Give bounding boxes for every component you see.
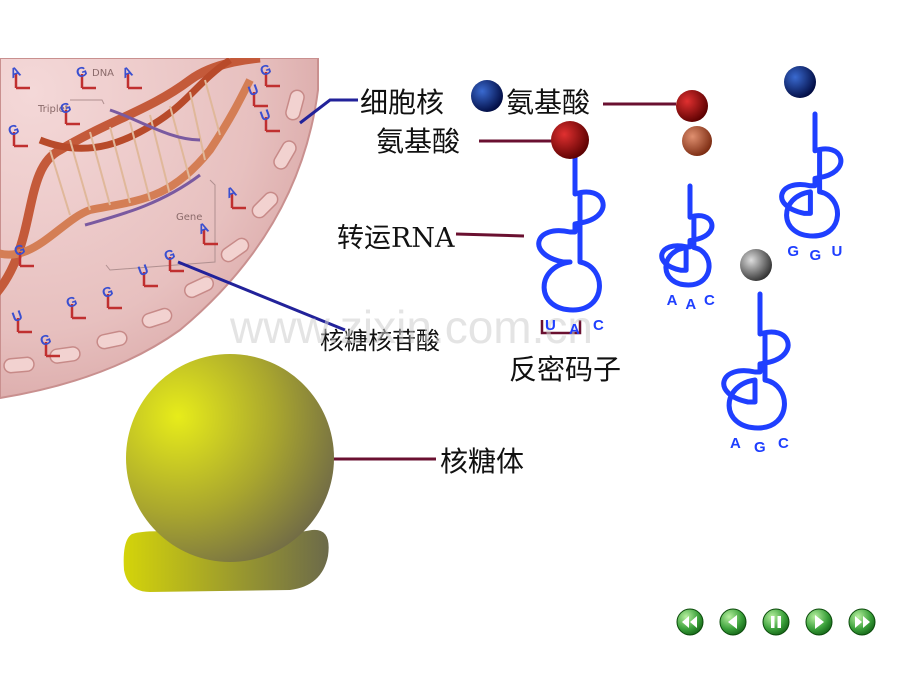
free-amino-acid-blue	[471, 80, 503, 112]
gene-bracket	[70, 99, 216, 271]
ribonucleotide-label: 核糖核苷酸	[320, 327, 440, 355]
anticodon-base: G	[809, 247, 821, 264]
anticodon-base: U	[545, 317, 556, 334]
ribonucleotide-base-letter: G	[12, 240, 28, 259]
anticodon-base: U	[832, 243, 843, 260]
anticodon-base: A	[667, 292, 678, 309]
anticodon-bracket	[540, 320, 582, 335]
trna-pointer	[455, 232, 525, 238]
next-icon	[815, 615, 824, 629]
anticodon-base: G	[787, 243, 799, 260]
ribonucleotide-pointer	[177, 260, 346, 332]
nuclear-envelope	[3, 89, 305, 374]
trna-cloverleaf	[536, 151, 606, 313]
pointer-lines	[177, 98, 676, 461]
ribonucleotide-base-letter: G	[58, 98, 74, 117]
anticodon-base: A	[685, 296, 696, 313]
nucleus-label: 细胞核	[360, 86, 444, 119]
ribonucleotide-base-letter: G	[162, 245, 178, 264]
last-button[interactable]	[848, 608, 876, 636]
ribonucleotide-base-letter: G	[38, 330, 54, 349]
prev-icon	[728, 615, 737, 629]
ribonucleotide: G	[58, 98, 80, 126]
ribonucleotide-base-letter: G	[64, 292, 80, 311]
amino-acid-ball	[682, 126, 712, 156]
watermark: www.zixin.com.cn	[229, 301, 593, 353]
ribonucleotide: G	[162, 245, 184, 273]
ribonucleotide: G	[100, 282, 122, 310]
anticodon-base: C	[704, 292, 715, 309]
last-icon	[855, 616, 870, 628]
trna-label: 转运RNA	[337, 223, 455, 254]
first-icon	[682, 616, 697, 628]
dna-label-small: DNA	[92, 68, 114, 79]
next-button[interactable]	[805, 608, 833, 636]
ribosome	[123, 354, 334, 592]
anticodon-base: C	[593, 317, 604, 334]
ribosome-large-subunit	[126, 354, 334, 562]
triplet-label-small: Triplet	[37, 104, 69, 115]
ribonucleotide: G	[12, 240, 34, 268]
free-amino-acid-red	[676, 90, 708, 122]
prev-button[interactable]	[719, 608, 747, 636]
ribonucleotide-base-letter: G	[74, 62, 90, 81]
anticodon-base: C	[778, 435, 789, 452]
ribonucleotide: G	[64, 292, 86, 320]
ribonucleotide: G	[258, 60, 280, 88]
trna-cloverleaf	[721, 291, 791, 431]
ribonucleotide-base-letter: G	[258, 60, 274, 79]
anticodon-base: A	[569, 321, 580, 338]
amino-acid-label-2: 氨基酸	[376, 125, 460, 158]
ribonucleotide-base-letter: G	[6, 120, 22, 139]
amino-acid-ball	[551, 121, 589, 159]
anticodon-base: G	[754, 439, 766, 456]
trna-cloverleaf	[779, 111, 844, 239]
amino-acid-ball	[740, 249, 772, 281]
trna-cloverleaf	[659, 183, 715, 288]
pause-icon	[771, 616, 781, 628]
amino-acid-label-1: 氨基酸	[506, 86, 590, 119]
anticodon-label: 反密码子	[509, 353, 621, 386]
nucleus-pointer	[299, 98, 358, 125]
mrna-strand	[84, 108, 201, 227]
ribosome-label: 核糖体	[440, 445, 524, 478]
ribonucleotide: G	[74, 62, 96, 90]
gene-label-small: Gene	[176, 212, 202, 223]
first-button[interactable]	[676, 608, 704, 636]
dna-helix	[0, 58, 261, 296]
pause-button[interactable]	[762, 608, 790, 636]
ribonucleotide-base-letter: G	[100, 282, 116, 301]
ribonucleotide: G	[38, 330, 60, 358]
ribonucleotide: G	[6, 120, 28, 148]
slide-navigation	[676, 608, 876, 636]
amino-acid-ball	[784, 66, 816, 98]
anticodon-base: A	[730, 435, 741, 452]
